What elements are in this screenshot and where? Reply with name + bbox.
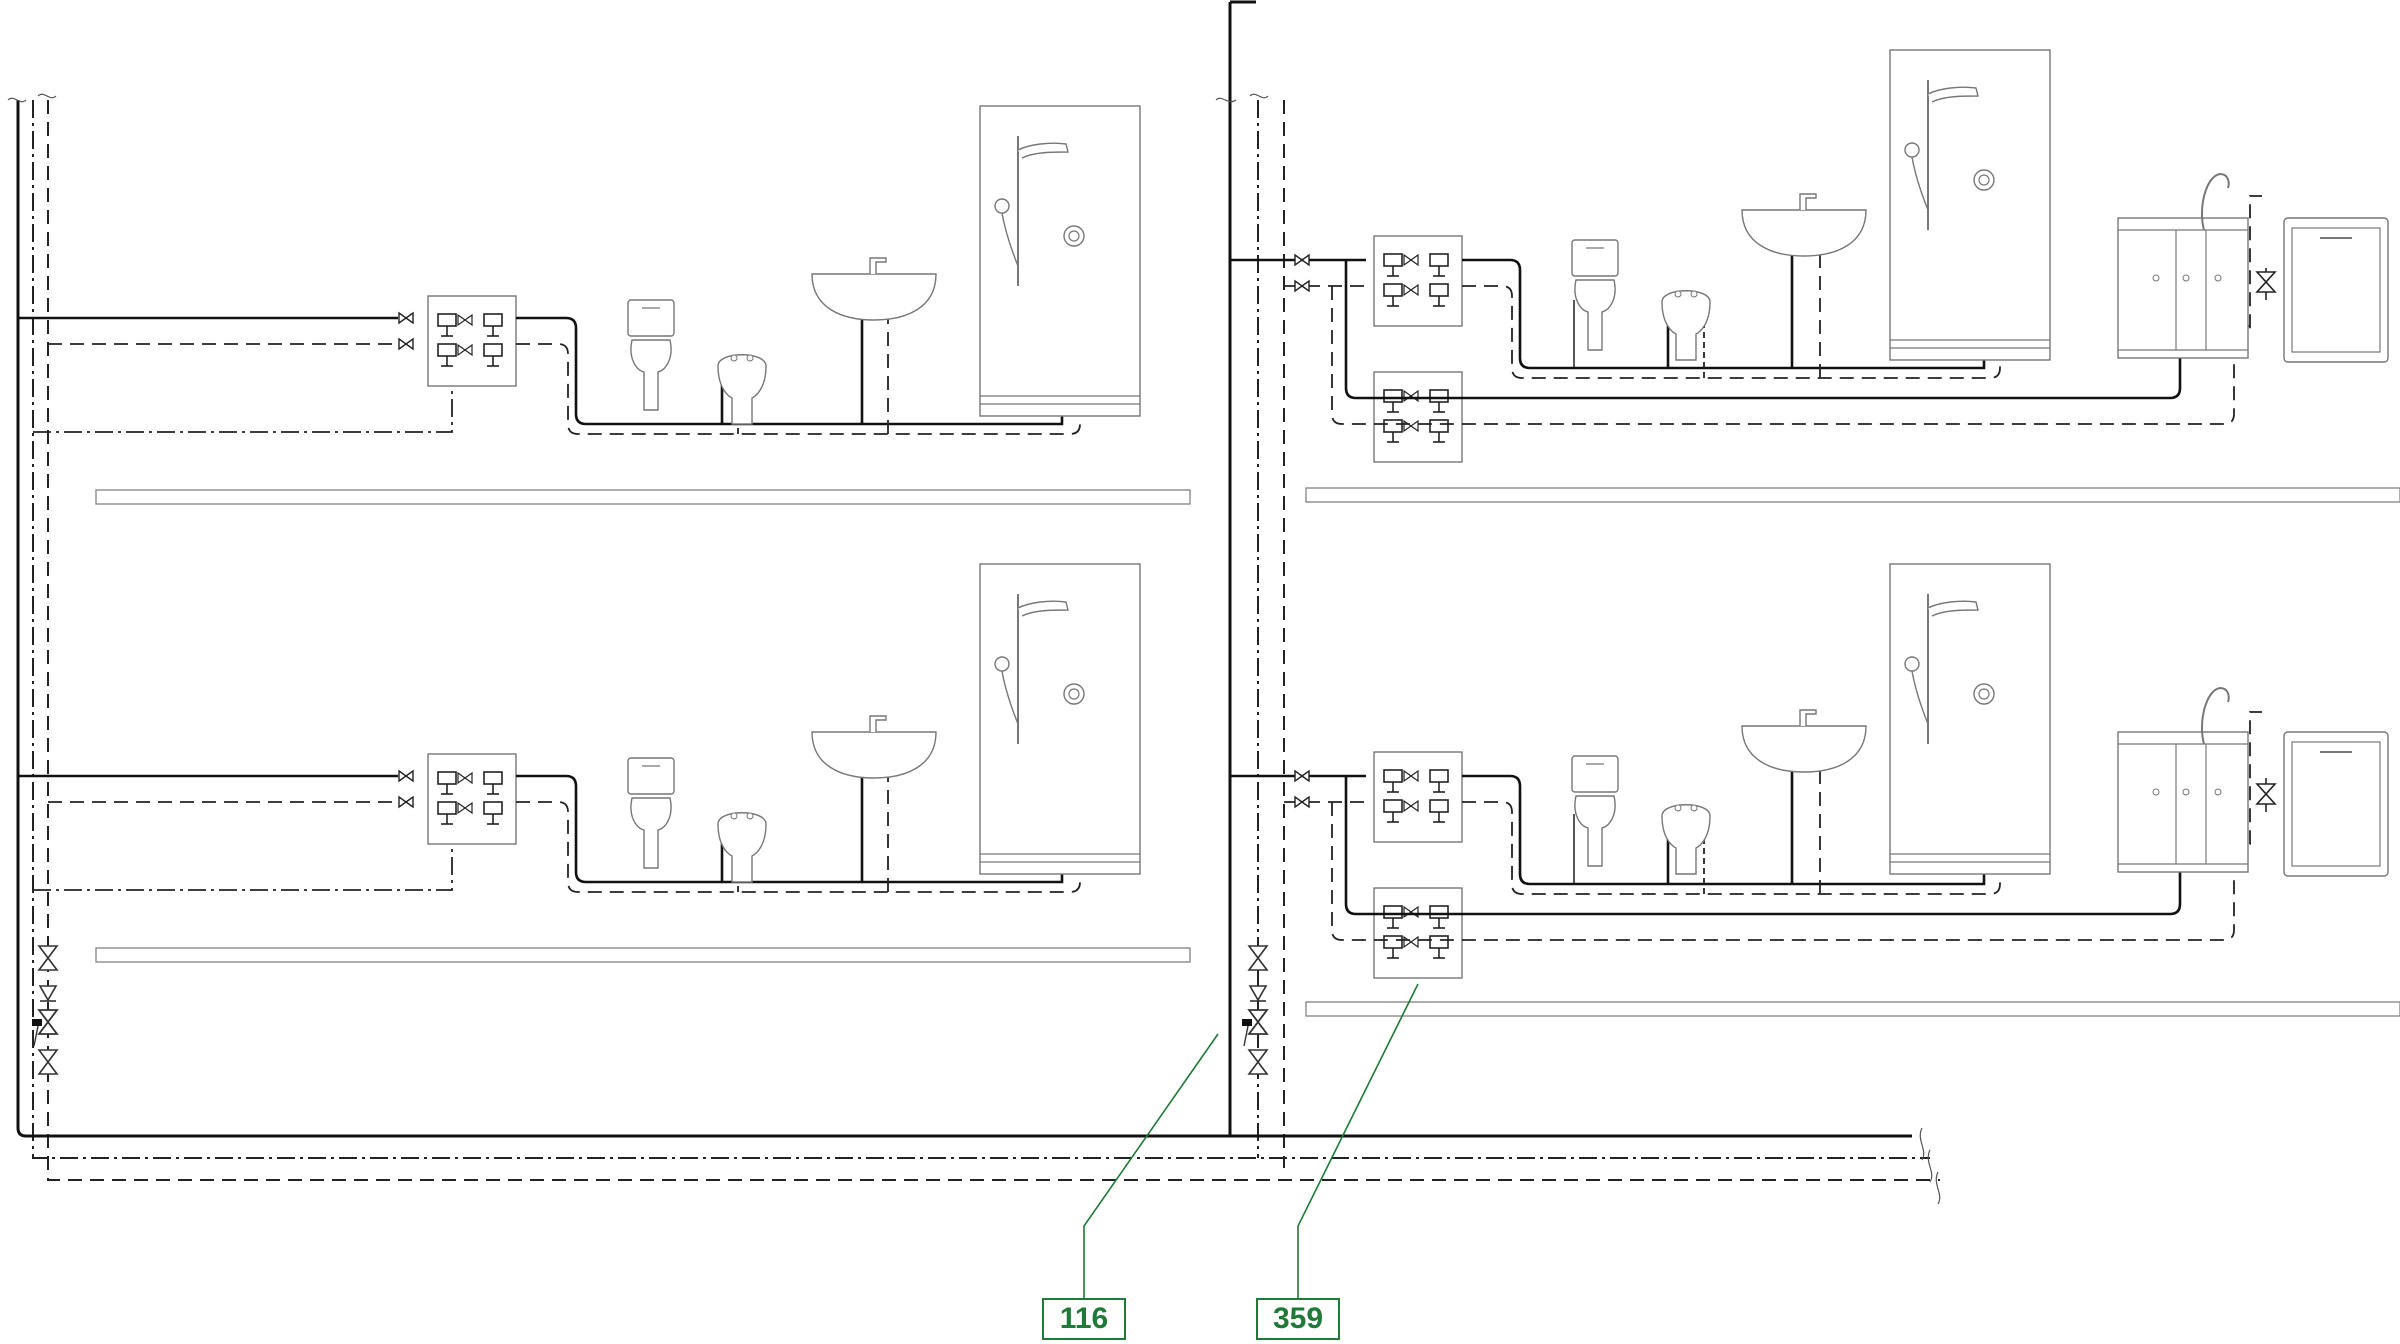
kitchen-sink-icon	[2117, 173, 2249, 359]
washbasin-icon	[1741, 193, 1867, 257]
washbasin-icon	[811, 257, 937, 321]
dishwasher-icon	[2283, 217, 2389, 363]
toilet-icon	[627, 299, 675, 411]
washbasin-icon	[1741, 709, 1867, 773]
leader-116	[1083, 1033, 1219, 1302]
floor-slabs	[95, 487, 2400, 1017]
manifold-icon[interactable]	[427, 753, 517, 845]
shower-icon	[979, 563, 1141, 875]
cold-water-riser	[1228, 0, 1256, 1136]
shower-icon	[979, 105, 1141, 417]
left-risers	[7, 93, 1940, 1181]
dishwasher-icon	[2283, 731, 2389, 877]
floor-slab	[95, 489, 1191, 505]
cold-water-riser	[16, 100, 1912, 1138]
callout-leaders	[1083, 983, 1419, 1302]
manifold-icon[interactable]	[1373, 751, 1463, 843]
right-risers	[1215, 0, 1941, 1205]
floor-slab	[95, 947, 1191, 963]
callout-116[interactable]: 116	[1042, 1298, 1126, 1340]
manifold-icon[interactable]	[1373, 371, 1463, 463]
toilet-icon	[627, 757, 675, 869]
floor-slab	[1305, 1001, 2400, 1017]
toilet-icon	[1571, 755, 1619, 867]
recirculation-riser	[32, 100, 1930, 1159]
toilet-icon	[1571, 239, 1619, 351]
manifold-icon[interactable]	[1373, 235, 1463, 327]
manifold-icon[interactable]	[1373, 887, 1463, 979]
bidet-icon	[717, 812, 767, 883]
floor-right-lower	[1230, 690, 2276, 979]
hot-water-riser	[47, 100, 1940, 1181]
check-valve-icon[interactable]	[1241, 945, 1268, 1075]
kitchen-sink-icon	[2117, 687, 2249, 873]
callout-359[interactable]: 359	[1256, 1298, 1340, 1340]
check-valve-icon[interactable]	[31, 945, 58, 1075]
bidet-icon	[717, 354, 767, 425]
shower-icon	[1889, 49, 2051, 361]
shower-icon	[1889, 563, 2051, 875]
floor-left-lower	[18, 702, 1081, 893]
leader-359	[1297, 983, 1419, 1302]
washbasin-icon	[811, 715, 937, 779]
floor-slab	[1305, 487, 2400, 503]
manifold-icon[interactable]	[427, 295, 517, 387]
